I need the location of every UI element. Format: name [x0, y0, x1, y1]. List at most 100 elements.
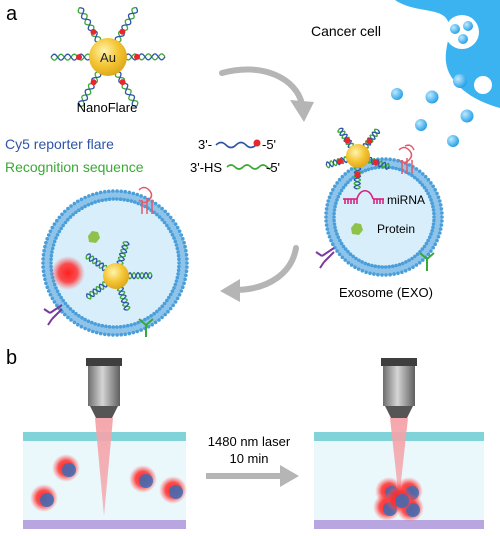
lipid-head [52, 239, 57, 244]
lipid-head [171, 218, 175, 223]
lipid-head [343, 247, 348, 251]
lipid-head [431, 222, 436, 226]
laser-beam-after [390, 418, 408, 500]
cy5-dot [119, 79, 126, 86]
lipid-head [50, 296, 55, 301]
lipid-head [48, 229, 53, 233]
exosome-caption: Exosome (EXO) [339, 285, 433, 300]
reporter-strand [325, 157, 349, 168]
lipid-head [63, 209, 67, 214]
lipid-head [68, 307, 73, 311]
lipid-head [170, 233, 175, 237]
lipid-head [420, 247, 425, 251]
released-exosomes [391, 74, 474, 147]
lipid-head [155, 309, 159, 314]
lipid-head [334, 201, 338, 205]
panel-b-label: b [6, 347, 17, 369]
fused-exosome [41, 186, 189, 337]
lipid-head [50, 225, 55, 230]
lipid-head [432, 215, 436, 219]
lipid-head [63, 301, 68, 306]
lipid-head [118, 325, 123, 329]
cy5-dot [344, 137, 351, 144]
lipid-head [119, 332, 123, 337]
exosome-core [139, 474, 153, 488]
lipid-head [181, 237, 185, 241]
lipid-head [421, 172, 425, 176]
lipid-head [431, 204, 435, 209]
lipid-head [107, 189, 111, 194]
lipid-head [52, 222, 57, 226]
reporter-strand [339, 127, 352, 149]
lipid-head [343, 258, 348, 262]
fused-exosome-membrane [41, 189, 189, 337]
exosome-receptor-left [315, 247, 335, 269]
arrow-to-fused-head [220, 279, 240, 302]
reporter-strand [86, 283, 108, 298]
lipid-head [380, 273, 384, 277]
lipid-head [49, 253, 54, 258]
lipid-head [366, 167, 371, 172]
lipid-head [76, 199, 80, 204]
lipid-head [433, 242, 438, 246]
lipid-head [341, 185, 346, 190]
lipid-head [176, 272, 180, 276]
lipid-head [185, 257, 189, 261]
lipid-head [394, 263, 398, 268]
lipid-head [43, 244, 47, 249]
lipid-head [72, 320, 77, 325]
lipid-head [146, 324, 151, 329]
cy5-dot [119, 28, 126, 35]
reporter-strand [127, 271, 153, 280]
lipid-head [104, 197, 108, 202]
lipid-head [380, 157, 384, 161]
lipid-head [111, 189, 115, 193]
laser-arrow-head [280, 465, 299, 487]
lipid-head [336, 235, 341, 240]
laser-condition-line1: 1480 nm laser [208, 434, 291, 449]
lipid-head [165, 298, 169, 303]
lipid-head [400, 261, 405, 266]
lipid-head [357, 258, 361, 263]
lipid-head [335, 198, 339, 202]
lipid-head [376, 272, 380, 277]
lipid-head [423, 174, 428, 179]
lipid-head [410, 173, 414, 178]
lipid-head [343, 183, 348, 187]
lipid-head [127, 190, 132, 195]
lipid-head [339, 241, 344, 246]
lipid-head [392, 272, 396, 276]
lipid-head [143, 317, 147, 322]
lipid-head [79, 197, 84, 202]
lipid-head [394, 166, 398, 171]
exosome-core [169, 485, 183, 499]
lipid-head [139, 194, 143, 198]
chamber-before [23, 358, 187, 529]
lipid-head [107, 197, 112, 201]
lipid-head [54, 236, 58, 240]
lipid-head [332, 208, 337, 212]
lipid-head [325, 227, 330, 231]
lipid-head [72, 201, 77, 206]
exosome-receptor-top [398, 144, 415, 174]
legend-reporter-label: Cy5 reporter flare [5, 136, 114, 152]
lipid-head [348, 252, 353, 256]
lipid-head [135, 192, 139, 197]
arrow-to-exosome-head [290, 100, 314, 122]
reporter-strand [362, 129, 381, 148]
lipid-head [55, 289, 60, 294]
lipid-head [427, 194, 432, 199]
lipid-head [127, 331, 132, 336]
lipid-head [360, 260, 364, 264]
lipid-head [153, 320, 158, 325]
fused-receptor-top [138, 186, 153, 214]
lipid-head [98, 331, 103, 336]
lipid-head [435, 238, 439, 243]
legend-recognition-end-right: -5' [266, 160, 280, 175]
lipid-head [426, 191, 430, 196]
lipid-head [41, 269, 46, 274]
lipid-head [86, 203, 91, 207]
lipid-head [41, 257, 45, 261]
chamber-after [314, 358, 484, 529]
lipid-head [46, 233, 51, 237]
